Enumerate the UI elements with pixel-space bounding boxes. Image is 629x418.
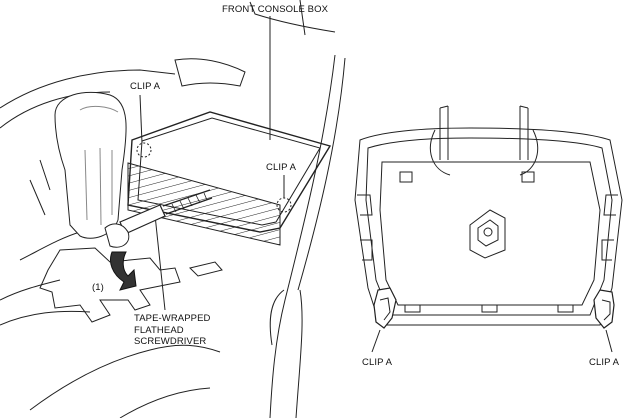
- label-tool: TAPE-WRAPPED FLATHEAD SCREWDRIVER: [134, 313, 211, 348]
- dashboard-outline: [0, 69, 176, 109]
- label-tool-line-3: SCREWDRIVER: [134, 336, 207, 347]
- clip-a-left-marker: [136, 142, 152, 158]
- right-view: [354, 105, 623, 353]
- label-clip-a-left-upper: CLIP A: [130, 81, 160, 92]
- label-tool-line-1: TAPE-WRAPPED: [134, 313, 211, 324]
- rotation-arrow: [110, 251, 137, 291]
- label-clip-a-left-lower: CLIP A: [266, 162, 296, 173]
- console-box-hatched-side: [127, 162, 281, 246]
- label-front-console-box: FRONT CONSOLE BOX: [222, 4, 329, 15]
- leader-screwdriver: [154, 214, 166, 311]
- front-console-box: [127, 111, 332, 246]
- label-clip-a-right-left: CLIP A: [362, 357, 392, 368]
- console-side: [269, 54, 336, 418]
- screwdriver: [104, 189, 213, 248]
- leader-clip-a-left: [139, 94, 143, 144]
- center-bracket: [469, 209, 506, 259]
- bezel-frame: [354, 127, 623, 326]
- label-clip-a-right-right: CLIP A: [589, 357, 619, 368]
- left-view: [0, 0, 346, 418]
- label-tool-line-2: FLATHEAD: [134, 324, 184, 336]
- clip-a-bottom-left: [371, 287, 397, 353]
- label-step-number: (1): [92, 282, 104, 293]
- shift-gate: [39, 247, 181, 323]
- clip-a-bottom-right: [593, 289, 615, 353]
- shift-knob: [29, 91, 127, 239]
